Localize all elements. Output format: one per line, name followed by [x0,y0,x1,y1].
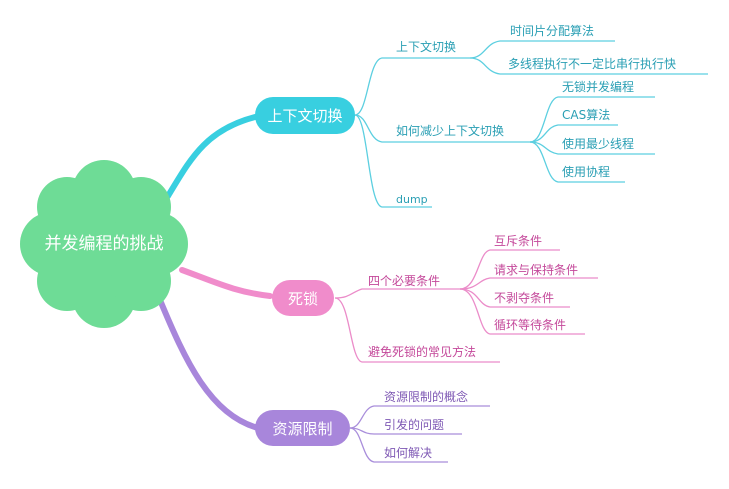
root-node-label[interactable]: 并发编程的挑战 [44,234,164,254]
connector-root-context [165,114,258,199]
topic-multithread-not-faster[interactable]: 多线程执行不一定比串行执行快 [508,57,677,71]
topic-min-threads[interactable]: 使用最少线程 [562,137,635,151]
root-cloud-shape [20,160,188,328]
topic-context-switch[interactable]: 上下文切换 [396,40,457,54]
topic-mutual-exclusion[interactable]: 互斥条件 [494,234,543,248]
topic-dump[interactable]: dump [396,193,428,206]
connector-root-resource [157,297,261,431]
topic-hold-and-wait[interactable]: 请求与保持条件 [494,263,579,277]
topic-resulting-problems[interactable]: 引发的问题 [384,418,445,432]
topic-resource-concept[interactable]: 资源限制的概念 [384,390,469,404]
topic-lock-free[interactable]: 无锁并发编程 [562,80,635,94]
topic-no-preemption[interactable]: 不剥夺条件 [494,291,555,305]
connector-root-deadlock [179,267,273,299]
topic-cas[interactable]: CAS算法 [562,108,611,122]
branch-node-deadlock[interactable]: 死锁 [272,280,334,316]
topic-time-slice[interactable]: 时间片分配算法 [510,24,595,38]
topic-reduce-context-switch[interactable]: 如何减少上下文切换 [396,124,505,138]
branch-node-context-switch[interactable]: 上下文切换 [255,97,355,134]
topic-how-to-solve[interactable]: 如何解决 [384,446,433,460]
topic-avoid-deadlock[interactable]: 避免死锁的常见方法 [368,345,477,359]
branch-node-resource-limit[interactable]: 资源限制 [255,410,350,446]
topic-circular-wait[interactable]: 循环等待条件 [494,318,567,332]
topic-four-conditions[interactable]: 四个必要条件 [368,274,441,288]
topic-coroutines[interactable]: 使用协程 [562,165,611,179]
